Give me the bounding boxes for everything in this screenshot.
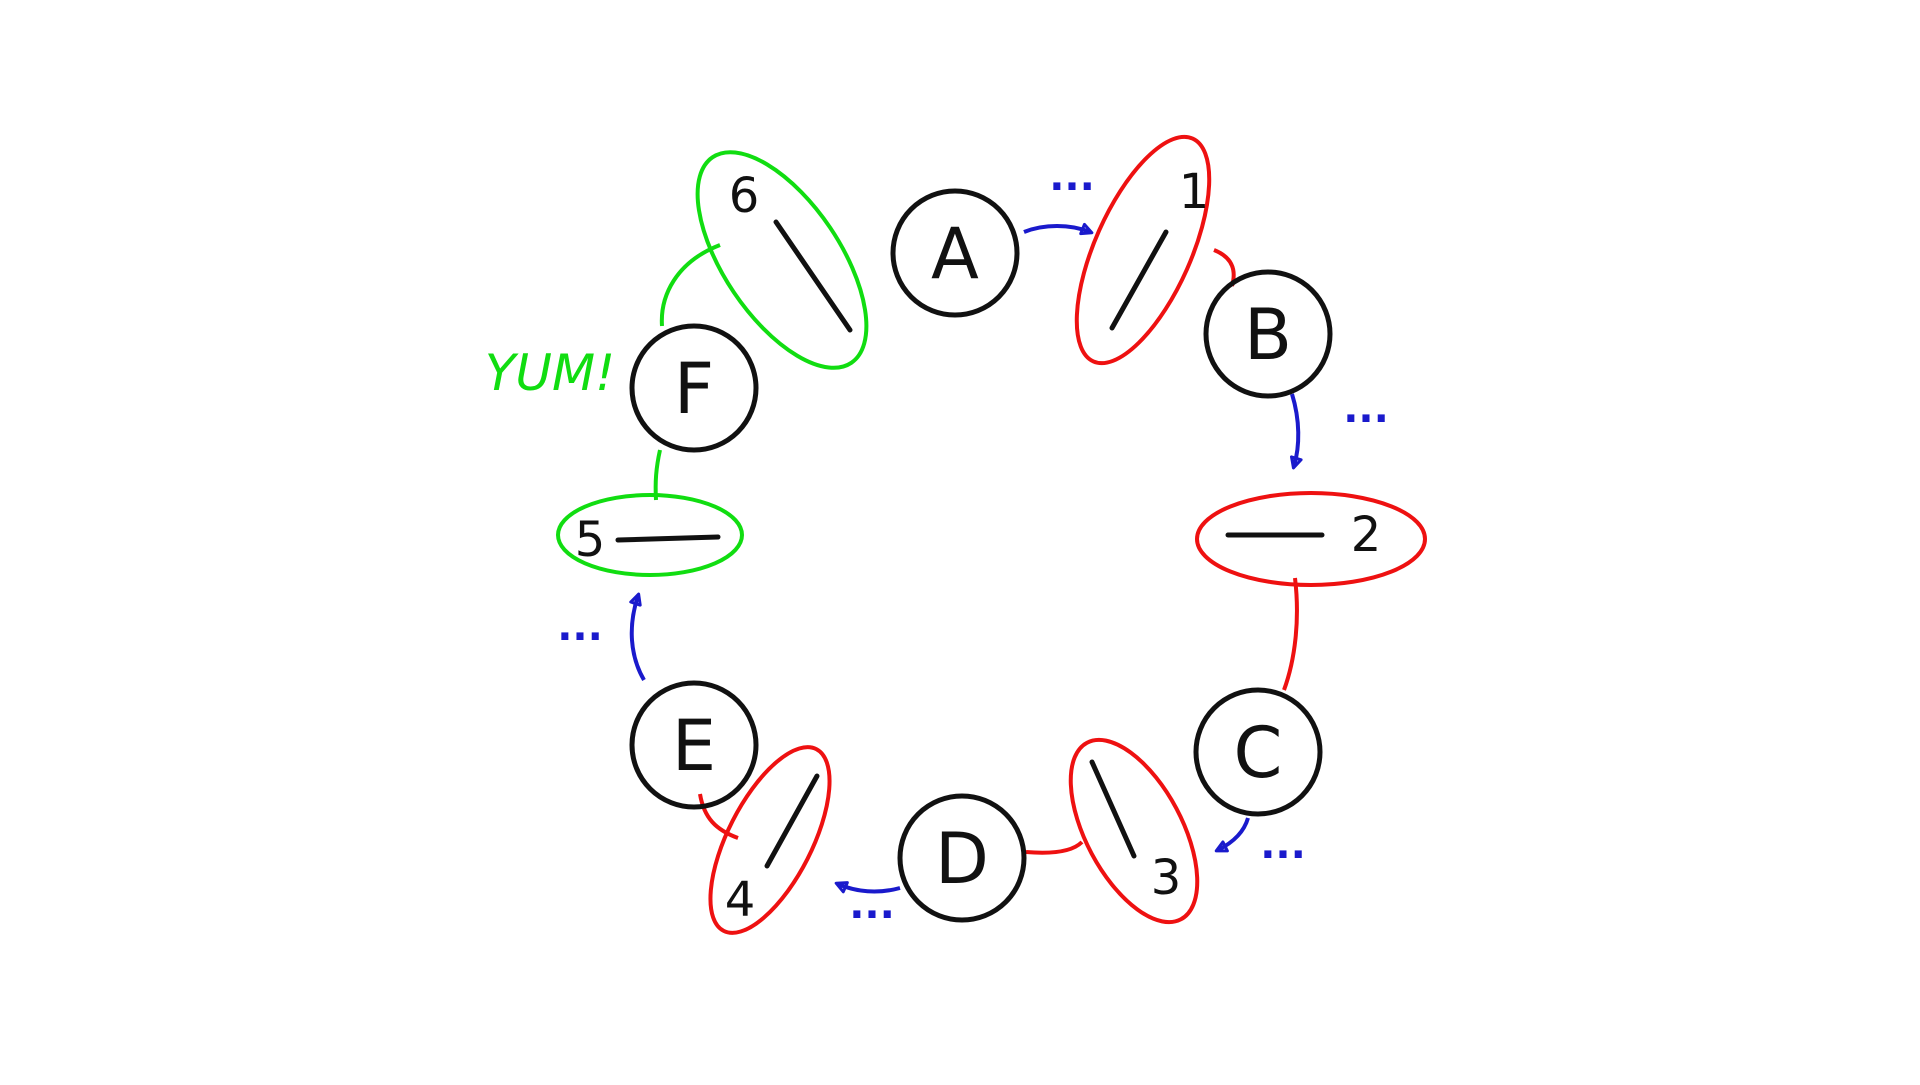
request-dots-e: ...	[557, 604, 603, 650]
forks-group: 1 2 3 4 5 6	[556, 134, 1427, 935]
philosopher-e-circle	[629, 680, 759, 810]
fork-4: 4	[708, 745, 832, 935]
request-d-fork-4: ...	[834, 881, 901, 928]
fork-2-label: 2	[1351, 507, 1382, 563]
fork-3: 3	[1068, 737, 1200, 925]
philosopher-a-label: A	[931, 213, 979, 295]
fork-3-outline	[1068, 737, 1200, 925]
link-f-fork-5	[653, 449, 662, 501]
fork-2: 2	[1195, 491, 1427, 587]
request-arrow-b	[1290, 393, 1303, 470]
link-b-fork-2	[1282, 577, 1299, 691]
fork-5-stroke	[615, 534, 721, 543]
fork-5-outline	[556, 493, 744, 577]
philosopher-d: D	[897, 793, 1027, 923]
fork-2-outline	[1195, 491, 1427, 587]
fork-1-outline	[1074, 134, 1212, 366]
philosopher-b: B	[1203, 269, 1333, 399]
fork-6-outline	[695, 150, 869, 370]
philosopher-e: E	[629, 680, 759, 810]
philosopher-b-label: B	[1244, 294, 1292, 376]
request-dots-b: ...	[1343, 386, 1389, 432]
fork-4-outline	[708, 745, 832, 935]
request-b-fork-2: ...	[1290, 386, 1389, 470]
yum-annotation: YUM!	[485, 344, 615, 402]
philosopher-b-circle	[1203, 269, 1333, 399]
fork-1: 1	[1074, 134, 1212, 366]
request-c-fork-3: ...	[1214, 817, 1306, 868]
philosopher-c: C	[1193, 687, 1323, 817]
philosophers-group: A B C D E F	[629, 188, 1333, 923]
fork-3-stroke	[1089, 759, 1137, 859]
request-a-fork-1: ...	[1023, 154, 1095, 236]
request-e-fork-5: ...	[557, 592, 646, 682]
philosopher-f-circle	[629, 323, 759, 453]
philosopher-c-label: C	[1234, 712, 1283, 794]
request-dots-a: ...	[1049, 154, 1095, 200]
philosopher-a: A	[890, 188, 1020, 318]
fork-4-label: 4	[725, 872, 756, 928]
philosopher-a-circle	[890, 188, 1020, 318]
philosopher-c-circle	[1193, 687, 1323, 817]
link-d-fork-3	[1025, 840, 1084, 855]
fork-1-label: 1	[1179, 164, 1210, 220]
request-arrow-c	[1214, 817, 1250, 853]
link-f-fork-6	[659, 243, 721, 327]
requests-group: ... ... ... ... ...	[557, 154, 1389, 928]
request-dots-d: ...	[849, 882, 895, 928]
philosopher-d-circle	[897, 793, 1027, 923]
fork-4-stroke	[764, 773, 820, 869]
philosopher-e-label: E	[672, 705, 716, 787]
request-arrow-d	[834, 881, 901, 894]
philosopher-f-label: F	[674, 348, 714, 430]
philosopher-d-label: D	[935, 818, 989, 900]
fork-5: 5	[556, 493, 744, 577]
holding-links	[653, 243, 1299, 855]
request-arrow-a	[1023, 222, 1094, 236]
fork-3-label: 3	[1151, 850, 1182, 906]
fork-1-stroke	[1109, 229, 1169, 331]
philosopher-f: F	[629, 323, 759, 453]
request-dots-c: ...	[1260, 822, 1306, 868]
link-e-fork-4	[698, 793, 739, 840]
link-b-fork-1	[1213, 248, 1236, 287]
request-arrow-e	[629, 592, 646, 682]
fork-5-label: 5	[575, 512, 606, 568]
fork-6-label: 6	[729, 168, 760, 224]
fork-6-stroke	[773, 219, 853, 333]
fork-6: 6	[695, 150, 869, 370]
